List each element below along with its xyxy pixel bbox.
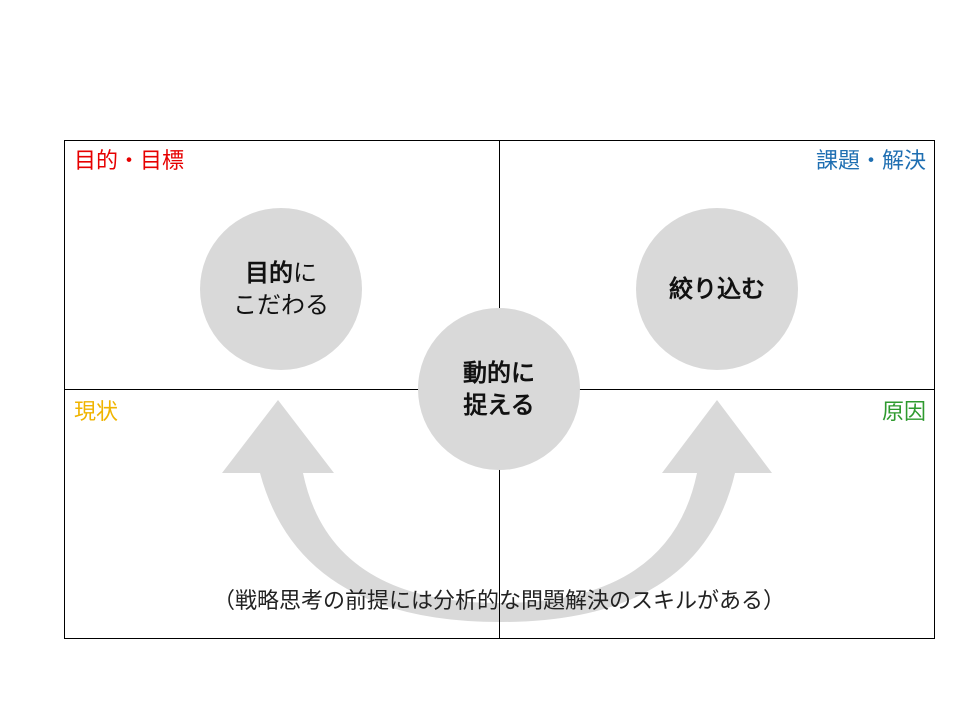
narrow-line: 絞り込む bbox=[669, 275, 765, 303]
label-issue-solution: 課題・解決 bbox=[815, 149, 926, 174]
circle-purpose bbox=[200, 208, 362, 370]
purpose-line2: こだわる bbox=[233, 291, 329, 319]
label-goal: 目的・目標 bbox=[74, 149, 185, 174]
curved-arrow bbox=[222, 400, 772, 622]
dynamic-line1: 動的に bbox=[463, 359, 535, 387]
label-cause: 原因 bbox=[881, 400, 926, 425]
purpose-bold: 目的 bbox=[245, 259, 293, 287]
caption: （戦略思考の前提には分析的な問題解決のスキルがある） bbox=[212, 589, 786, 614]
dynamic-line2: 捉える bbox=[463, 391, 535, 419]
circle-dynamic-text: 動的に 捉える bbox=[463, 357, 535, 421]
label-current-state: 現状 bbox=[74, 400, 119, 425]
circle-purpose-text: 目的に こだわる bbox=[233, 257, 329, 321]
circle-narrow-text: 絞り込む bbox=[669, 273, 765, 305]
purpose-rest: に bbox=[293, 259, 317, 287]
circle-dynamic bbox=[418, 308, 580, 470]
circle-narrow bbox=[636, 208, 798, 370]
